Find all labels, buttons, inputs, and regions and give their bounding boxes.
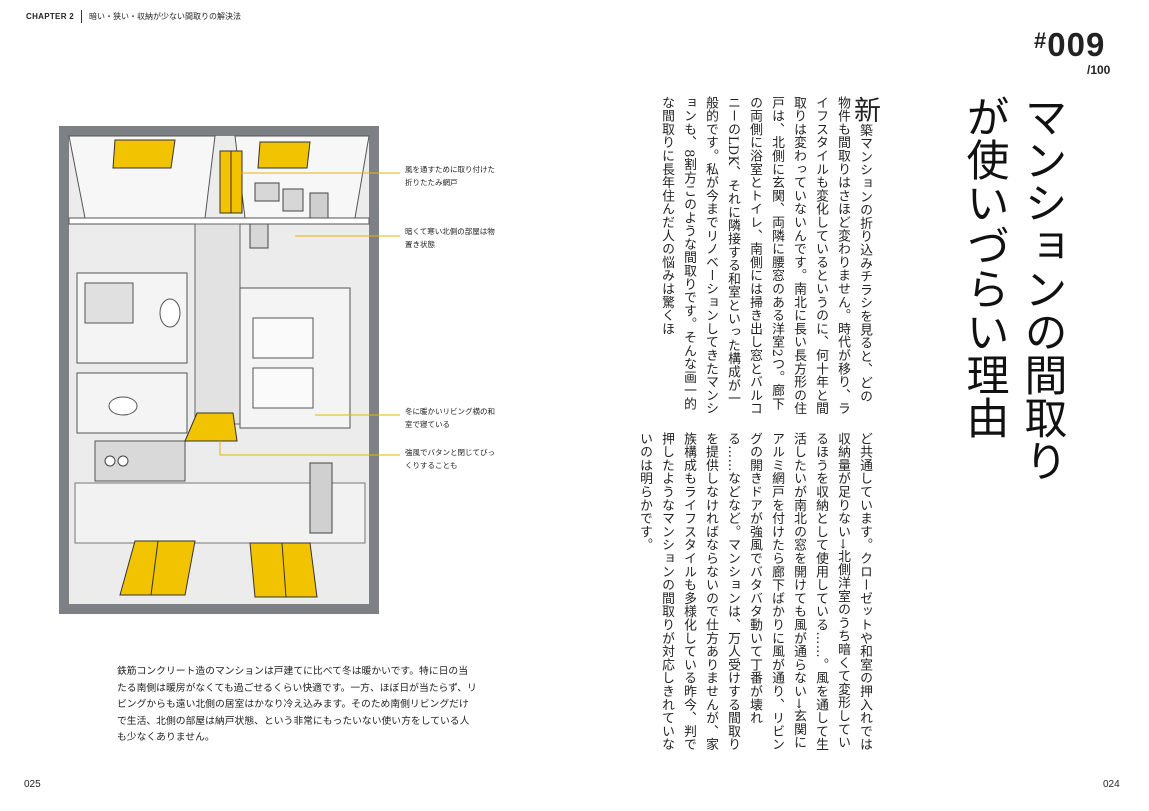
north-window-1 [112, 139, 176, 169]
illustration-caption: 鉄筋コンクリート造のマンションは戸建てに比べて冬は暖かいです。特に日の当たる南側… [117, 666, 477, 743]
header-divider [81, 10, 83, 23]
hash-symbol: # [1034, 28, 1048, 53]
body-text-part-1: 新築マンションの折り込みチラシを見ると、どの物件も間取りはさほど変わりません。時… [640, 96, 880, 416]
floor-plan-illustration [59, 126, 400, 614]
item-number-value: 009 [1047, 26, 1106, 63]
south-window-1 [119, 540, 196, 596]
body-text-1: 築マンションの折り込みチラシを見ると、どの物件も間取りはさほど変わりません。時代… [659, 96, 872, 416]
annotation-door: 強風でバタンと閉じてびっくりすることも [405, 448, 495, 470]
body-text-part-2: ど共通しています。クローゼットや和室の押入れでは収納量が足りない→北側洋室のうち… [637, 432, 872, 752]
page-title: マンションの間取りが使いづらい理由 [959, 95, 1067, 482]
living-door [184, 412, 238, 442]
page-number-left: 025 [24, 779, 41, 790]
chapter-label: CHAPTER 2 [26, 12, 75, 21]
item-total: /100 [1087, 63, 1111, 77]
drop-cap: 新 [849, 96, 880, 124]
leader-line-4 [219, 441, 400, 456]
item-number: #009 [1034, 26, 1105, 64]
section-title: 暗い・狭い・収納が少ない間取りの解決法 [89, 12, 242, 21]
annotation-north-room: 暗くて寒い北側の部屋は物置き状態 [405, 227, 495, 249]
annotation-japanese-room: 冬に暖かいリビング横の和室で寝ている [405, 407, 495, 429]
running-header: CHAPTER 2 暗い・狭い・収納が少ない間取りの解決法 [26, 10, 241, 23]
annotation-folding-screen: 風を通すために取り付けた折りたたみ網戸 [405, 165, 495, 187]
north-window-2 [257, 141, 311, 169]
corridor [194, 223, 241, 425]
page-number-right: 024 [1103, 779, 1120, 790]
